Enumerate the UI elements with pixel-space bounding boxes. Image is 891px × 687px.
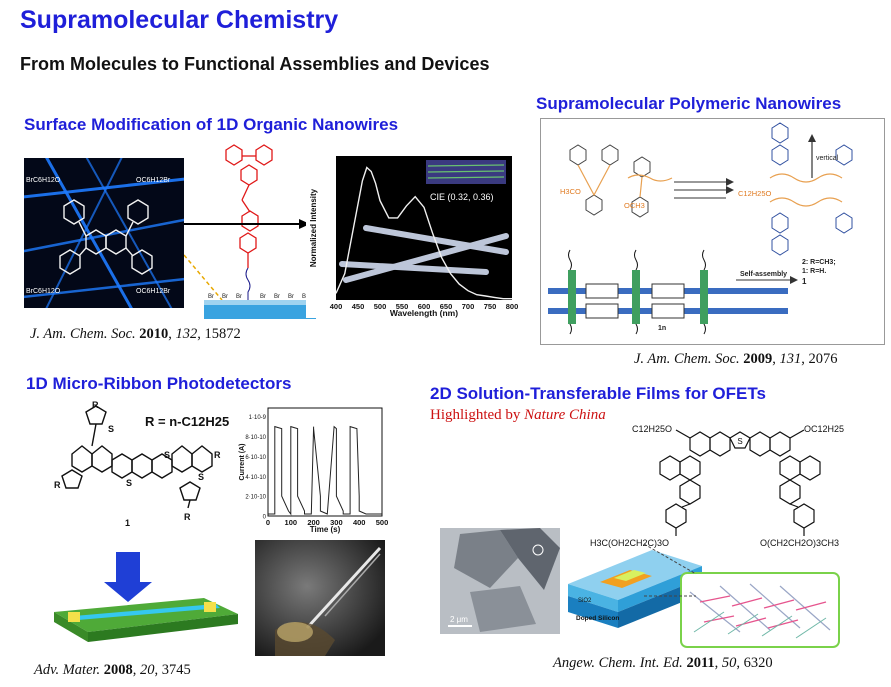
spectrum-x-label: Wavelength (nm) bbox=[390, 308, 458, 318]
svg-text:Br: Br bbox=[208, 294, 214, 300]
c12-right-label: OC12H25 bbox=[804, 424, 844, 434]
svg-text:R: R bbox=[214, 450, 221, 460]
x-tick-label: 500 bbox=[376, 518, 388, 527]
citation-adv-mater-2008: Adv. Mater. 2008, 20, 3745 bbox=[34, 662, 191, 678]
citation-jacs-2009: J. Am. Chem. Soc. 2009, 131, 2076 bbox=[634, 351, 838, 367]
x-tick-label: 800 bbox=[506, 302, 518, 311]
polymeric-nanowire-scheme: vertical H3CO OCH3 C12H25O 2: R=CH3; 1: … bbox=[540, 118, 885, 345]
svg-text:Br: Br bbox=[260, 294, 266, 300]
peg-left-label: H3C(OH2CH2C)3O bbox=[590, 538, 669, 548]
polymer-1n-label: 1n bbox=[658, 325, 666, 332]
x-tick-label: 400 bbox=[330, 302, 343, 311]
x-tick-label: 300 bbox=[330, 518, 343, 527]
compound-1-label: 1 bbox=[802, 277, 807, 286]
x-tick-label: 100 bbox=[285, 518, 298, 527]
peg-right-label: O(CH2CH2O)3CH3 bbox=[760, 538, 839, 548]
heading-2d-films: 2D Solution-Transferable Films for OFETs bbox=[430, 384, 766, 403]
x-tick-label: 200 bbox=[307, 518, 320, 527]
vertical-label: vertical bbox=[816, 155, 839, 162]
svg-text:S: S bbox=[164, 450, 170, 460]
sio2-label: SiO2 bbox=[578, 598, 592, 604]
doped-silicon-label: Doped Silicon bbox=[576, 615, 619, 622]
heading-surface-modification: Surface Modification of 1D Organic Nanow… bbox=[24, 115, 399, 134]
och3-label: OCH3 bbox=[624, 201, 645, 210]
probe-station-photo bbox=[255, 540, 385, 656]
page-title: Supramolecular Chemistry bbox=[20, 6, 339, 34]
molecule-label: OC6H12Br bbox=[136, 177, 171, 184]
scale-bar-label: 2 μm bbox=[450, 615, 468, 624]
molecule-label: OC6H12Br bbox=[136, 288, 171, 295]
ribbon-molecule-structure: R R R R S S S S 1 bbox=[54, 400, 221, 528]
y-tick-label: 4·10-10 bbox=[245, 475, 266, 481]
citation-angew-2011: Angew. Chem. Int. Ed. 2011, 50, 6320 bbox=[553, 655, 773, 671]
svg-text:S: S bbox=[198, 472, 204, 482]
y-tick-label: 0 bbox=[263, 515, 267, 521]
y-tick-label: 2·10-10 bbox=[245, 495, 266, 501]
r-h-label: 1: R=H. bbox=[802, 268, 826, 275]
molecular-packing-diagram bbox=[680, 572, 840, 648]
x-tick-label: 650 bbox=[440, 302, 453, 311]
svg-text:R: R bbox=[92, 400, 99, 410]
y-tick-label: 1·10-9 bbox=[249, 415, 267, 421]
highlight-note: Highlighted by Nature China bbox=[430, 407, 606, 423]
x-tick-label: 500 bbox=[374, 302, 387, 311]
photocurrent-x-label: Time (s) bbox=[310, 525, 341, 534]
x-tick-label: 700 bbox=[462, 302, 475, 311]
c12-label: C12H25O bbox=[738, 189, 772, 198]
svg-text:Br: Br bbox=[288, 294, 294, 300]
r-definition: R = n-C12H25 bbox=[145, 414, 230, 429]
film-molecule-structure: S C12H25O OC12H25 H3C(OH2CH2C)3O O(CH2CH… bbox=[590, 424, 844, 548]
svg-text:Br: Br bbox=[302, 294, 308, 300]
sem-film-image: 2 μm bbox=[440, 528, 560, 634]
photocurrent-y-label: Current (A) bbox=[239, 444, 246, 481]
heading-polymeric-nanowires: Supramolecular Polymeric Nanowires bbox=[536, 94, 842, 113]
r-ch3-label: 2: R=CH3; bbox=[802, 259, 836, 266]
x-tick-label: 550 bbox=[396, 302, 409, 311]
spectrum-y-label: Normalized Intensity bbox=[309, 188, 318, 267]
callout-connector bbox=[643, 543, 697, 597]
dye-surface-diagram: Br Br Br Br Br Br Br bbox=[184, 144, 316, 319]
svg-text:R: R bbox=[184, 512, 191, 522]
molecule-label: BrC6H12O bbox=[26, 177, 61, 184]
spectrum-series-line bbox=[335, 166, 512, 300]
citation-jacs-2010: J. Am. Chem. Soc. 2010, 132, 15872 bbox=[30, 326, 241, 342]
compound-label: 1 bbox=[125, 518, 130, 528]
page-subtitle: From Molecules to Functional Assemblies … bbox=[20, 54, 490, 74]
heading-micro-ribbon: 1D Micro-Ribbon Photodetectors bbox=[26, 374, 292, 393]
x-tick-label: 600 bbox=[418, 302, 431, 311]
photocurrent-series-line bbox=[268, 425, 382, 516]
svg-text:R: R bbox=[54, 480, 61, 490]
cie-label: CIE (0.32, 0.36) bbox=[430, 192, 494, 202]
svg-text:S: S bbox=[737, 437, 742, 446]
nanowire-fluorescence-image: BrC6H12O OC6H12Br BrC6H12O OC6H12Br bbox=[24, 158, 184, 308]
svg-text:S: S bbox=[108, 424, 114, 434]
photodetector-device-illustration bbox=[54, 552, 238, 642]
svg-text:Br: Br bbox=[222, 294, 228, 300]
self-assembly-label: Self-assembly bbox=[740, 271, 787, 278]
svg-text:S: S bbox=[126, 478, 132, 488]
svg-text:Br: Br bbox=[274, 294, 280, 300]
emission-spectrum-chart: CIE (0.32, 0.36) 400 450 500 550 600 650 700 75… bbox=[306, 152, 518, 318]
x-tick-label: 450 bbox=[352, 302, 365, 311]
y-tick-label: 8·10-10 bbox=[245, 435, 266, 441]
molecule-label: BrC6H12O bbox=[26, 288, 61, 295]
x-tick-label: 750 bbox=[484, 302, 497, 311]
h3co-label: H3CO bbox=[560, 187, 581, 196]
y-tick-label: 6·10-10 bbox=[245, 455, 266, 461]
svg-text:Br: Br bbox=[236, 294, 242, 300]
x-tick-label: 400 bbox=[353, 518, 366, 527]
c12-left-label: C12H25O bbox=[632, 424, 672, 434]
x-tick-label: 0 bbox=[266, 518, 270, 527]
